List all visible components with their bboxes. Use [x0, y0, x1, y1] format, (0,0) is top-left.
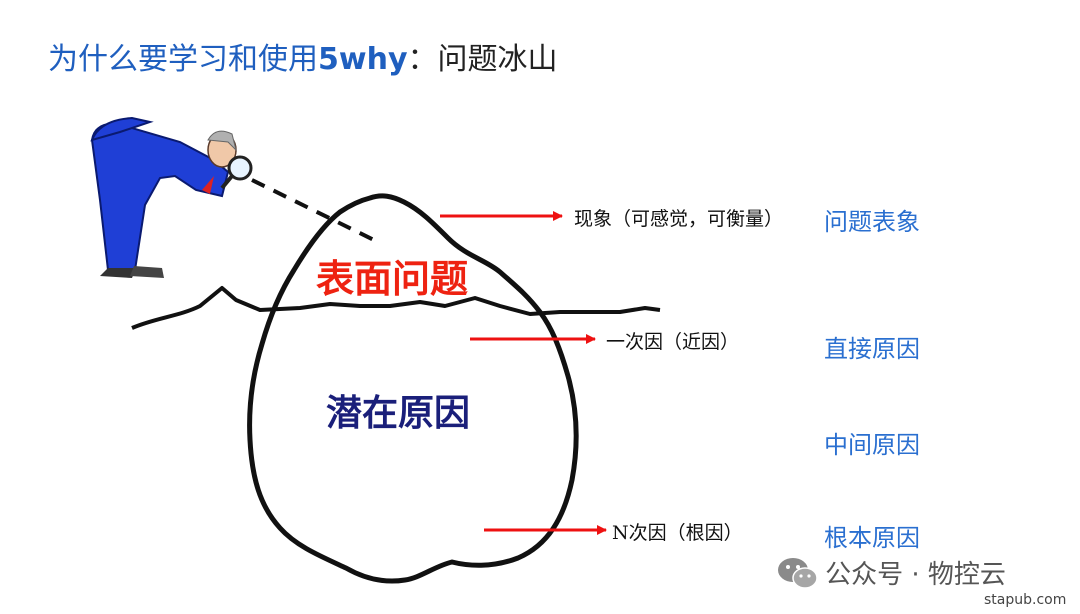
sight-line [251, 178, 379, 244]
problem-appearance-label: 问题表象 [824, 208, 920, 236]
surface-problem-label: 表面问题 [316, 257, 469, 301]
title-part-2: 5why [318, 42, 408, 77]
title-part-1: 为什么要学习和使用 [48, 42, 318, 77]
direct-cause-label: 直接原因 [824, 335, 920, 363]
source-credit: stapub.com [984, 592, 1067, 608]
wechat-icon [778, 557, 818, 589]
first-cause-label: 一次因（近因） [606, 331, 740, 353]
watermark-text: 公众号 · 物控云 [825, 560, 1006, 590]
waterline [131, 286, 661, 330]
person-with-magnifier-illustration [90, 116, 253, 278]
title-part-3: ：问题冰山 [407, 42, 558, 77]
iceberg-outline [247, 193, 579, 584]
phenomenon-label: 现象（可感觉，可衡量） [574, 208, 784, 230]
nth-cause-label: N次因（根因） [612, 522, 743, 544]
latent-cause-label: 潜在原因 [326, 393, 471, 434]
page-title: 为什么要学习和使用5why：问题冰山 [48, 42, 558, 78]
watermark: 公众号 · 物控云 [776, 554, 1006, 591]
root-cause-label: 根本原因 [824, 524, 920, 552]
intermediate-cause-label: 中间原因 [824, 431, 920, 459]
